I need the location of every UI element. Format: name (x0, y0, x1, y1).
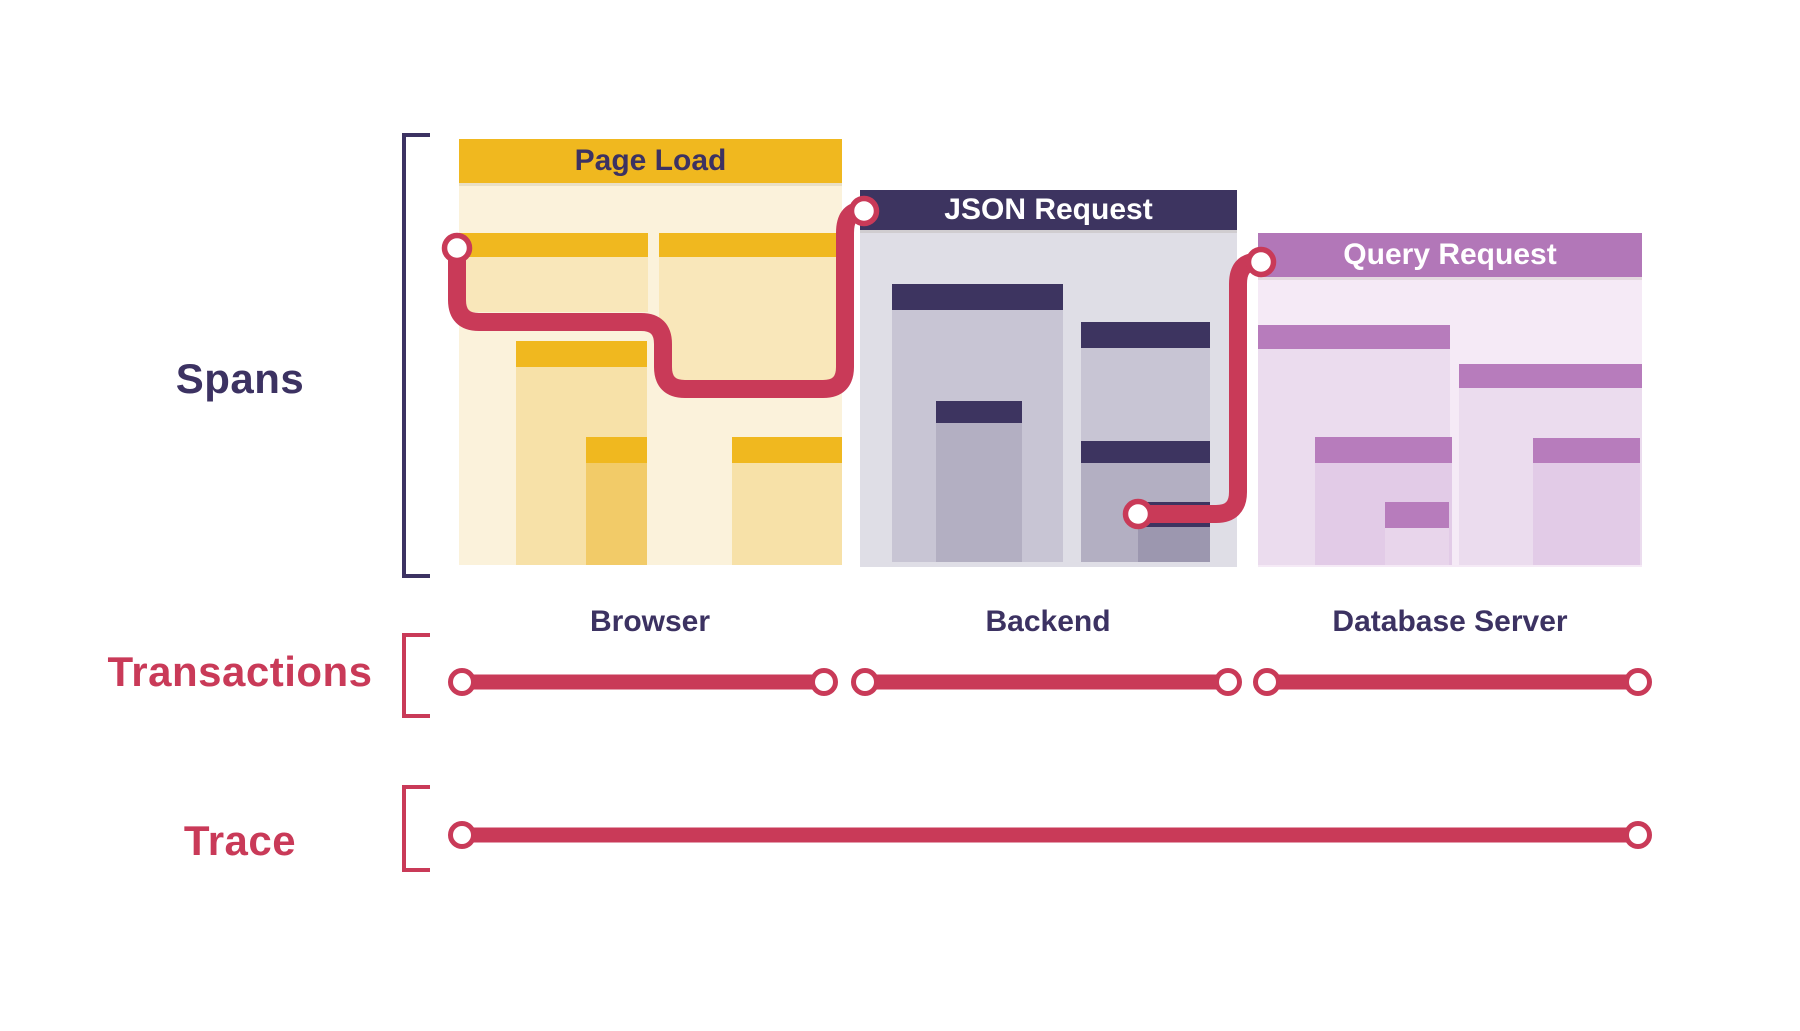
span-body (732, 463, 842, 565)
panel-query-request: Query Request (1258, 233, 1642, 567)
panel-json-request-header: JSON Request (860, 190, 1237, 230)
panel-json-request: JSON Request (860, 190, 1237, 567)
transaction-endpoint-circle (448, 668, 476, 696)
span-body (1081, 348, 1210, 441)
span-bar (1315, 437, 1452, 463)
spans-label: Spans (175, 355, 305, 402)
span-bar (892, 284, 1063, 310)
panel-query-request-title: Query Request (1343, 238, 1557, 271)
span-flow-path-backend-to-database (1140, 253, 1257, 523)
service-label-database: Database Server (1332, 605, 1568, 638)
service-label-browser: Browser (589, 605, 711, 638)
trace-endpoint-circle (1624, 821, 1652, 849)
trace-bracket (402, 785, 430, 872)
panel-query-request-header: Query Request (1258, 233, 1642, 277)
span-bar (1533, 438, 1640, 463)
span-body (659, 257, 842, 383)
panel-page-load-title: Page Load (574, 144, 727, 177)
span-body (586, 463, 647, 565)
trace-label: Trace (183, 817, 297, 864)
span-flow-endpoint-circle (1245, 246, 1277, 278)
trace-endpoint-circle (448, 821, 476, 849)
span-bar (1081, 441, 1210, 463)
panel-json-request-title: JSON Request (944, 193, 1153, 226)
service-label-backend: Backend (985, 605, 1111, 638)
span-bar (1258, 325, 1450, 349)
span-bar (732, 437, 842, 463)
span-body (1138, 527, 1210, 562)
transaction-endpoint-circle (851, 668, 879, 696)
span-body (1533, 463, 1640, 565)
span-bar (1459, 364, 1642, 388)
span-flow-endpoint-circle (1122, 498, 1154, 530)
span-flow-path-browser-to-backend (448, 202, 862, 398)
span-bar (936, 401, 1022, 423)
span-body (936, 423, 1022, 562)
span-body (1385, 528, 1449, 565)
span-bar (516, 341, 647, 367)
panel-page-load-header: Page Load (459, 139, 842, 183)
span-bar (459, 233, 648, 257)
panel-page-load: Page Load (459, 139, 842, 565)
span-flow-endpoint-circle (848, 195, 880, 227)
span-flow-endpoint-circle (441, 232, 473, 264)
span-bar (586, 437, 647, 463)
span-bar (659, 233, 842, 257)
transaction-endpoint-circle (1624, 668, 1652, 696)
transactions-label: Transactions (107, 648, 373, 695)
span-bar (1081, 322, 1210, 348)
transaction-endpoint-circle (1253, 668, 1281, 696)
span-bar (1385, 502, 1449, 528)
transactions-bracket (402, 633, 430, 718)
span-body (459, 257, 648, 312)
transaction-endpoint-circle (810, 668, 838, 696)
transaction-endpoint-circle (1214, 668, 1242, 696)
spans-bracket (402, 133, 430, 578)
